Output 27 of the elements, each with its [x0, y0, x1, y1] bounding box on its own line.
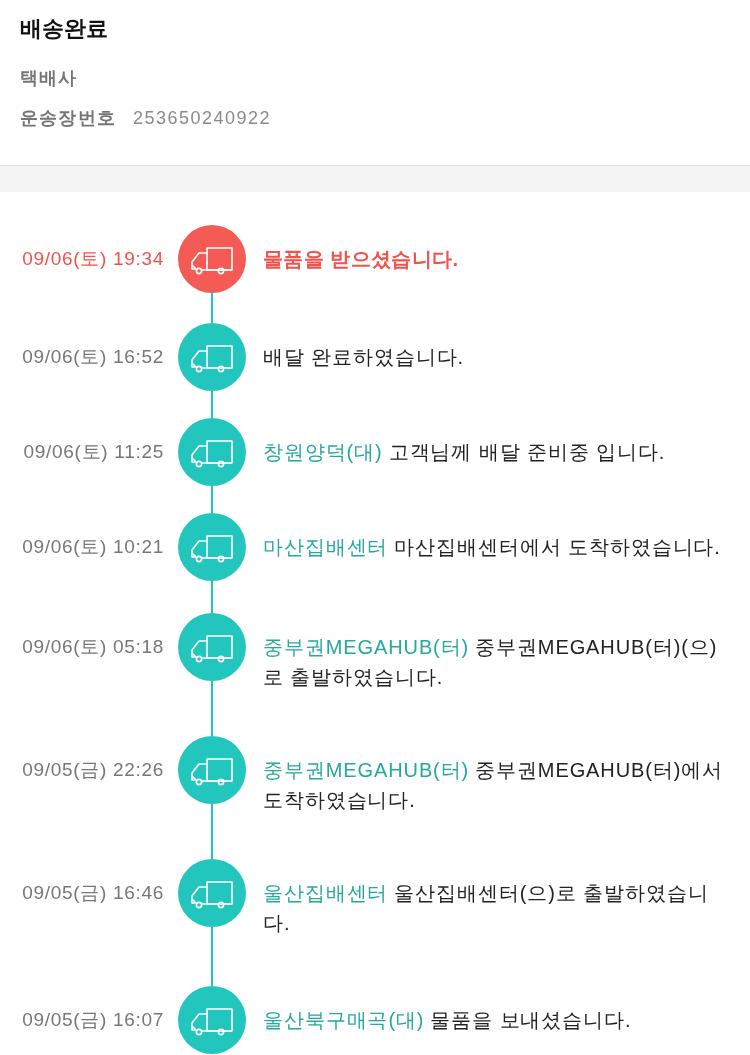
- status-message: 배달 완료하였습니다.: [263, 345, 464, 370]
- field-label: 운송장번호: [20, 107, 116, 130]
- timestamp: 09/06(토) 05:18: [22, 635, 164, 659]
- field-value: 253650240922: [133, 107, 272, 130]
- timeline-connector: [211, 292, 213, 324]
- timestamp: 09/06(토) 19:34: [22, 247, 164, 271]
- status-message: 중부권MEGAHUB(터) 중부권MEGAHUB(터)에서 도착하였습니다.: [263, 758, 725, 813]
- status-message: 창원양덕(대) 고객님께 배달 준비중 입니다.: [263, 440, 666, 465]
- status-message: 울산집배센터 울산집배센터(으)로 출발하였습니다.: [263, 881, 710, 936]
- timestamp: 09/06(토) 16:52: [22, 345, 164, 369]
- timeline-connector: [211, 680, 213, 737]
- timestamp: 09/06(토) 11:25: [23, 440, 164, 464]
- status-message: 물품을 받으셨습니다.: [263, 247, 459, 272]
- timestamp: 09/06(토) 10:21: [22, 535, 164, 559]
- timeline-connector: [211, 485, 213, 514]
- timeline-connector: [211, 390, 213, 419]
- timestamp: 09/05(금) 22:26: [22, 758, 164, 782]
- timestamp: 09/05(금) 16:46: [22, 881, 164, 905]
- status-message: 마산집배센터 마산집배센터에서 도착하였습니다.: [263, 535, 721, 560]
- timeline-connector: [211, 803, 213, 860]
- status-message: 울산북구매곡(대) 물품을 보내셨습니다.: [263, 1008, 632, 1033]
- timestamp: 09/05(금) 16:07: [22, 1008, 164, 1032]
- timeline-connector: [211, 926, 213, 987]
- page-title: 배송완료: [20, 15, 108, 43]
- status-message: 중부권MEGAHUB(터) 중부권MEGAHUB(터)(으)로 출발하였습니다.: [263, 635, 719, 690]
- field-label: 택배사: [20, 67, 78, 90]
- timeline-connector: [211, 580, 213, 614]
